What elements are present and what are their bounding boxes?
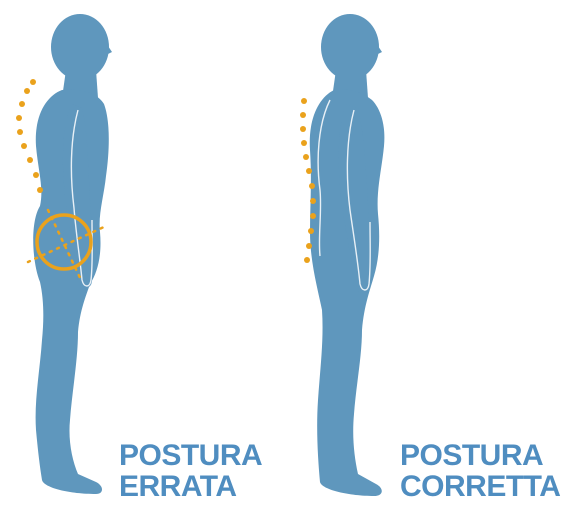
wrong-posture-figure xyxy=(16,14,112,494)
spine-dot xyxy=(30,79,36,85)
correct-caption-line1: POSTURA xyxy=(400,440,560,471)
correct-posture-figure xyxy=(300,14,384,496)
wrong-caption-line1: POSTURA xyxy=(119,440,262,471)
spine-dot xyxy=(27,157,33,163)
spine-dot xyxy=(37,187,43,193)
spine-dot xyxy=(306,243,312,249)
correct-posture-caption: POSTURA CORRETTA xyxy=(400,440,560,502)
spine-dot xyxy=(24,88,30,94)
spine-dot xyxy=(300,112,306,118)
spine-dot xyxy=(306,168,312,174)
correct-caption-line2: CORRETTA xyxy=(400,471,560,502)
spine-dot xyxy=(308,228,314,234)
spine-dot xyxy=(17,129,23,135)
spine-dot xyxy=(310,213,316,219)
spine-dot xyxy=(19,101,25,107)
wrong-posture-caption: POSTURA ERRATA xyxy=(119,440,262,502)
spine-dot xyxy=(301,140,307,146)
spine-dot xyxy=(16,115,22,121)
spine-dot xyxy=(303,154,309,160)
spine-dot xyxy=(301,98,307,104)
spine-dot xyxy=(304,257,310,263)
spine-dot xyxy=(300,126,306,132)
wrong-caption-line2: ERRATA xyxy=(119,471,262,502)
spine-dot xyxy=(309,183,315,189)
spine-dot xyxy=(21,143,27,149)
spine-dot xyxy=(33,172,39,178)
spine-dot xyxy=(310,198,316,204)
